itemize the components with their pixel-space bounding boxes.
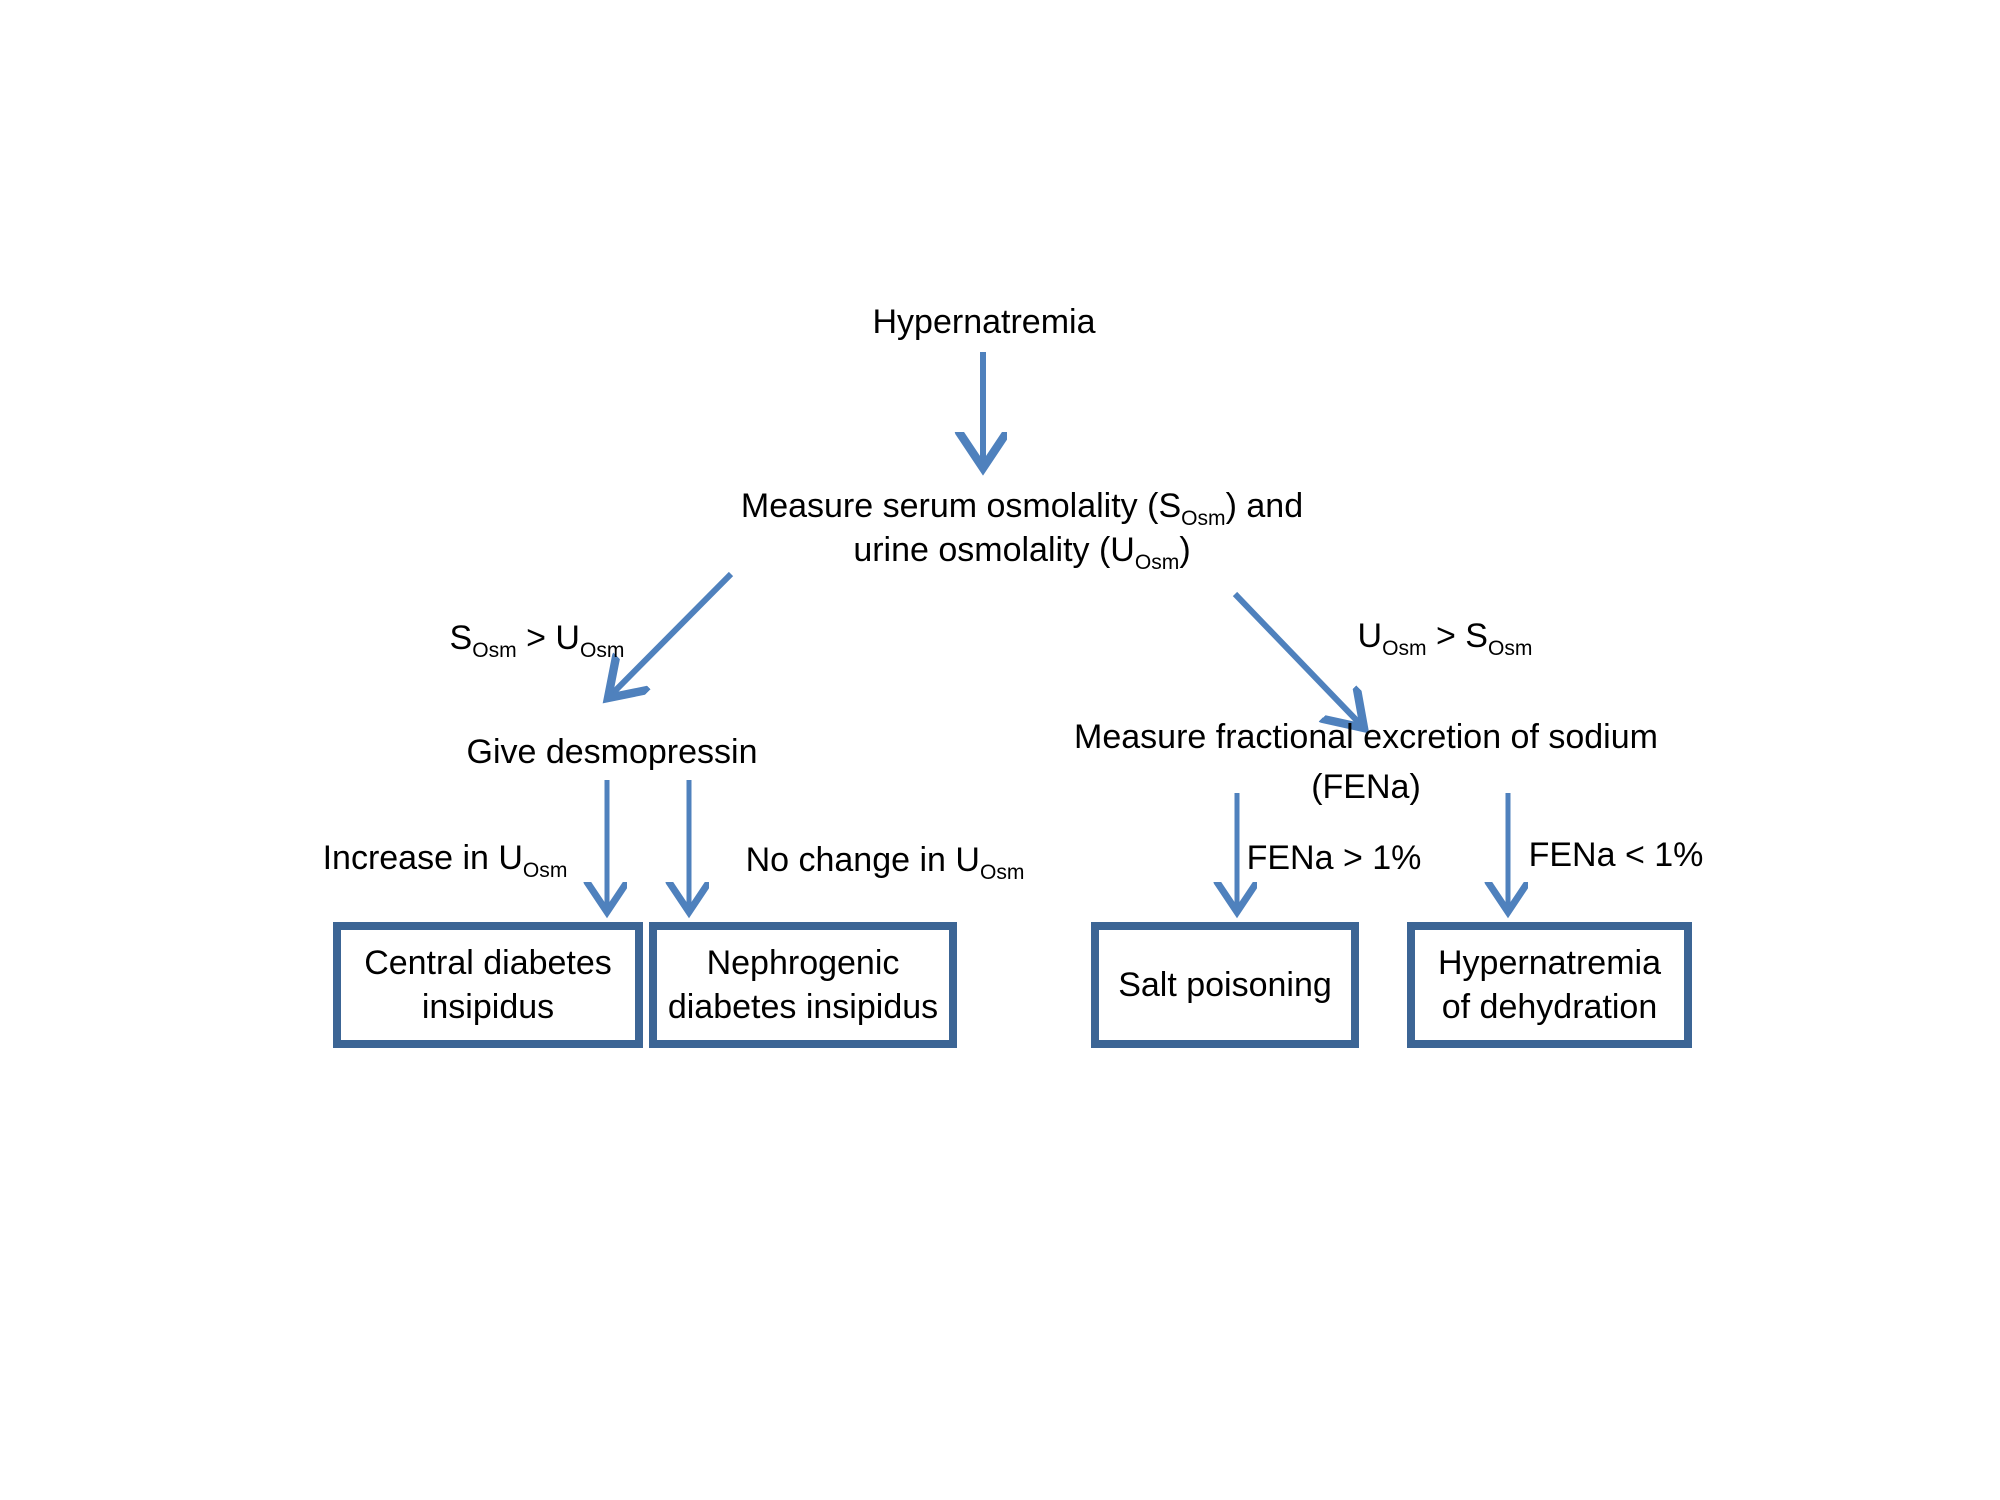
- node-nephrogenic-diabetes-insipidus-box: Nephrogenic diabetes insipidus: [649, 922, 957, 1048]
- edge-label-increase-uosm: Increase in UOsm: [322, 839, 568, 882]
- central-di-line2: insipidus: [421, 988, 555, 1026]
- edge-label-fena-gt-1pct: FENa > 1%: [1246, 839, 1422, 877]
- nephrogenic-di-line2: diabetes insipidus: [667, 988, 939, 1026]
- dehydration-line1: Hypernatremia: [1438, 944, 1661, 982]
- dehydration-line2: of dehydration: [1441, 988, 1658, 1026]
- edge-label-uosm-gt-sosm: UOsm > SOsm: [1357, 617, 1533, 660]
- edge-label-fena-lt-1pct: FENa < 1%: [1528, 836, 1704, 874]
- node-hypernatremia: Hypernatremia: [872, 303, 1096, 341]
- measure-fena-line1: Measure fractional excretion of sodium: [1074, 718, 1658, 756]
- nephrogenic-di-line1: Nephrogenic: [706, 944, 900, 982]
- node-give-desmopressin: Give desmopressin: [466, 733, 758, 771]
- measure-fena-line2: (FENa): [1311, 768, 1421, 806]
- edge-label-sosm-gt-uosm: SOsm > UOsm: [449, 619, 625, 662]
- measure-osmolality-line1: Measure serum osmolality (SOsm) and: [740, 487, 1304, 530]
- node-salt-poisoning-box: Salt poisoning: [1091, 922, 1359, 1048]
- edge-label-no-change-uosm: No change in UOsm: [745, 841, 1025, 884]
- arrow-measure-to-desmopressin: [608, 571, 734, 698]
- measure-osmolality-line2: urine osmolality (UOsm): [853, 531, 1191, 574]
- arrow-measure-to-fena: [1232, 591, 1364, 728]
- node-hypernatremia-of-dehydration-box: Hypernatremia of dehydration: [1407, 922, 1692, 1048]
- node-measure-osmolality: Measure serum osmolality (SOsm) and urin…: [740, 484, 1304, 574]
- node-measure-fena: Measure fractional excretion of sodium (…: [1074, 712, 1658, 812]
- salt-poisoning-line1: Salt poisoning: [1118, 966, 1332, 1004]
- node-central-diabetes-insipidus-box: Central diabetes insipidus: [333, 922, 643, 1048]
- central-di-line1: Central diabetes: [364, 944, 612, 982]
